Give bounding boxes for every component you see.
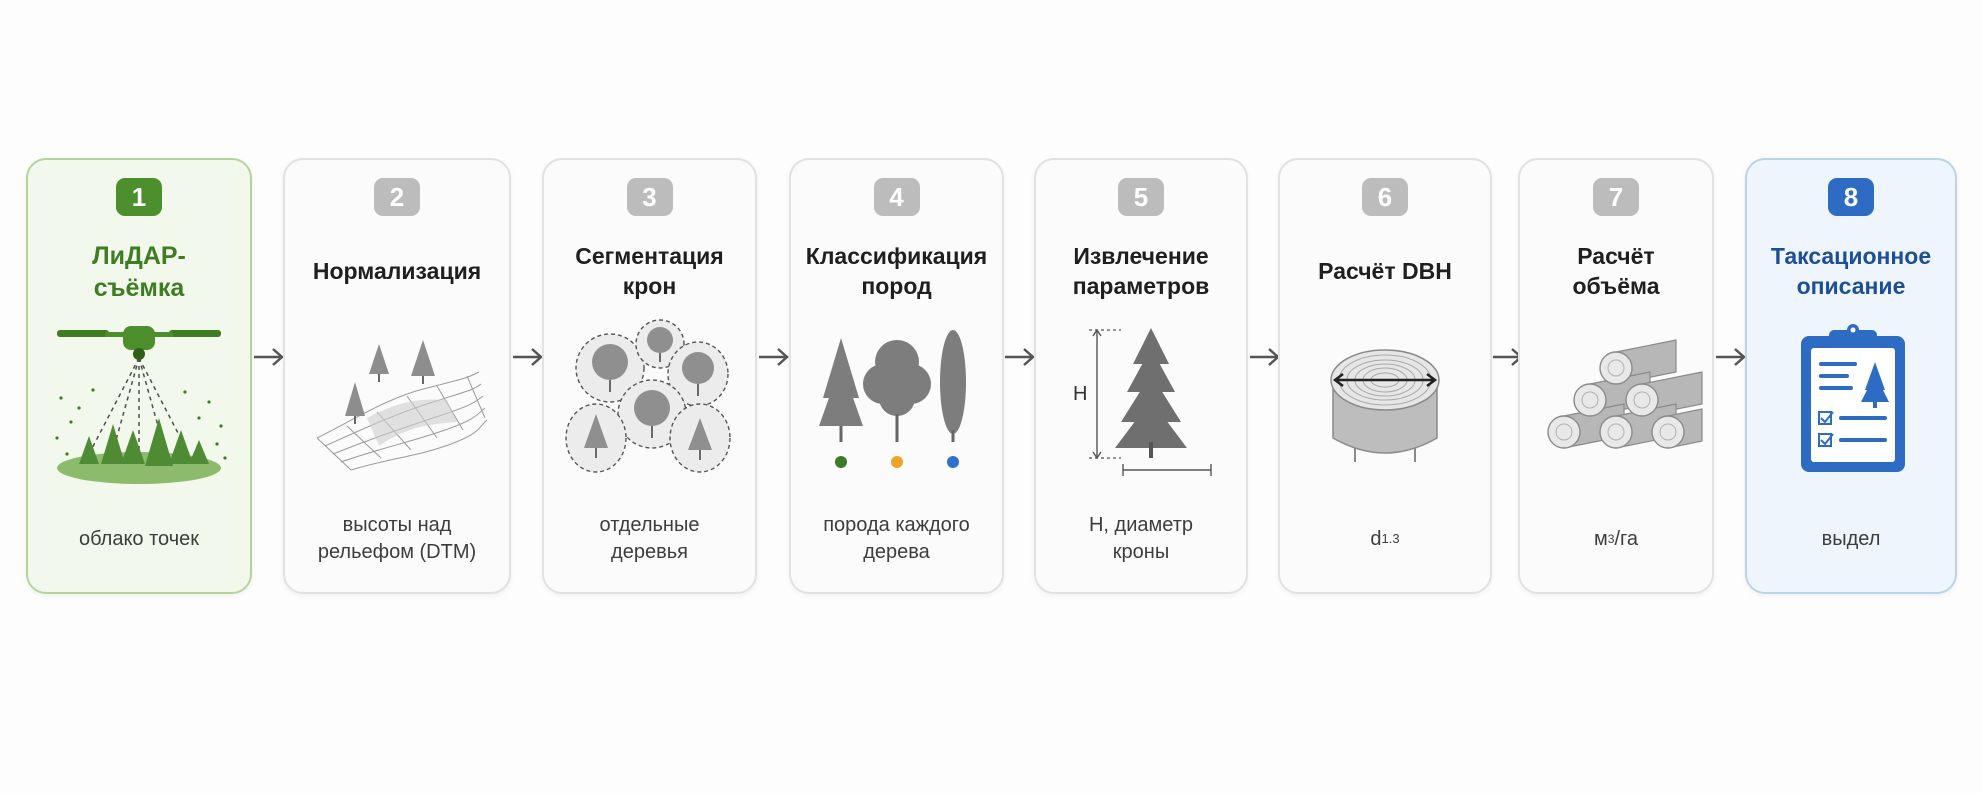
step-1-card: 1 ЛиДАР- съёмка	[26, 158, 252, 594]
arrow-right-icon	[1003, 344, 1037, 370]
step-2-description: высоты над рельефом (DTM)	[317, 514, 477, 563]
step-7-card: 7 Расчёт объёма	[1518, 158, 1714, 594]
stump-rings-icon	[1295, 318, 1475, 488]
arrow-right-icon	[1714, 344, 1748, 370]
step-1-number: 1	[116, 178, 162, 216]
step-4-description: порода каждого дерева	[823, 514, 970, 563]
step-8-number: 8	[1828, 178, 1874, 216]
step-6-number: 6	[1362, 178, 1408, 216]
step-4-card: 4 Классификация пород порода каждого дер…	[789, 158, 1004, 594]
step-3-card: 3 Сегментация крон	[542, 158, 757, 594]
drone-lidar-icon	[49, 318, 229, 488]
step-5-card: 5 Извлечение параметров H H, диаметр кро…	[1034, 158, 1248, 594]
step-8-description: выдел	[1821, 527, 1881, 550]
step-3-number: 3	[626, 178, 673, 216]
crown-segmentation-icon	[560, 318, 740, 488]
step-6-title: Расчёт DBH	[1318, 258, 1452, 285]
step-8-title: Таксационное описание	[1770, 243, 1932, 299]
terrain-grid-icon	[307, 318, 487, 488]
height-label: H	[1073, 383, 1087, 405]
species-dot-orange	[890, 456, 903, 468]
step-7-title: Расчёт объёма	[1572, 243, 1660, 299]
clipboard-report-icon	[1761, 318, 1941, 488]
log-pile-icon	[1526, 318, 1706, 488]
arrow-right-icon	[511, 344, 545, 370]
step-2-card: 2 Нормализация	[283, 158, 511, 594]
step-1-title: ЛиДАР- съёмка	[92, 241, 186, 303]
step-5-title: Извлечение параметров	[1072, 243, 1210, 299]
species-dot-green	[834, 456, 847, 468]
step-1-description: облако точек	[78, 527, 200, 550]
step-7-number: 7	[1593, 178, 1639, 216]
step-3-description: отдельные деревья	[599, 514, 700, 563]
step-5-number: 5	[1118, 178, 1164, 216]
arrow-right-icon	[757, 344, 791, 370]
arrow-right-icon	[1248, 344, 1282, 370]
step-2-number: 2	[374, 178, 420, 216]
step-2-title: Нормализация	[312, 258, 482, 285]
step-4-number: 4	[873, 178, 920, 216]
tree-height-icon: H	[1051, 318, 1231, 488]
step-8-card: 8 Таксационное описание	[1745, 158, 1957, 594]
arrow-right-icon	[252, 344, 286, 370]
species-trees-icon	[807, 318, 987, 488]
step-3-title: Сегментация крон	[575, 243, 724, 299]
species-dot-blue	[946, 456, 959, 468]
step-5-description: H, диаметр кроны	[1088, 514, 1193, 563]
step-4-title: Классификация пород	[805, 243, 988, 299]
